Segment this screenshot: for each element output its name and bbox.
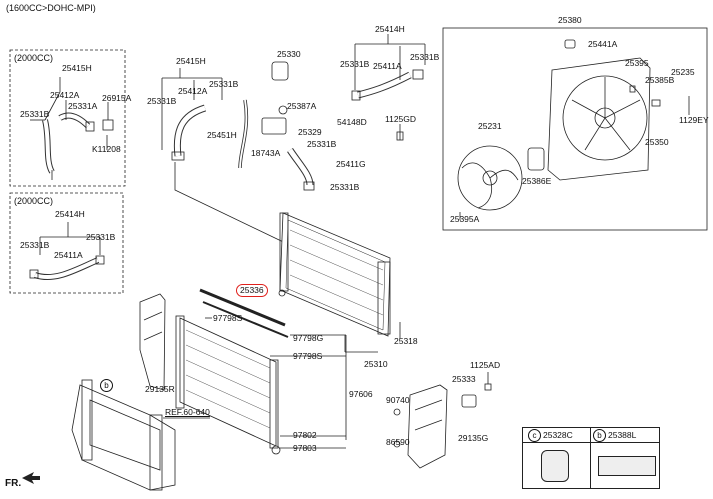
box-fan-assembly bbox=[442, 27, 708, 231]
part-label[interactable]: 25412A bbox=[50, 90, 80, 100]
fan-blade bbox=[457, 145, 523, 211]
part-label[interactable]: 18743A bbox=[251, 148, 281, 158]
highlighted-part-label[interactable]: 25336 bbox=[236, 284, 268, 297]
part-label[interactable]: 90740 bbox=[386, 395, 410, 405]
box1-title: (2000CC) bbox=[14, 53, 54, 63]
part-label[interactable]: 25331B bbox=[86, 232, 116, 242]
fan-shroud bbox=[547, 57, 651, 181]
part-label[interactable]: 25451H bbox=[207, 130, 237, 140]
condenser bbox=[175, 315, 279, 449]
box2-title: (2000CC) bbox=[14, 196, 54, 206]
part-label[interactable]: 25310 bbox=[364, 359, 388, 369]
part-label[interactable]: 97803 bbox=[293, 443, 317, 453]
part-label[interactable]: 25414H bbox=[375, 24, 405, 34]
part-label[interactable]: 97802 bbox=[293, 430, 317, 440]
box-2000cc-upper bbox=[9, 49, 126, 187]
part-label[interactable]: 97798G bbox=[293, 333, 324, 343]
part-label[interactable]: 1125AD bbox=[470, 360, 501, 370]
box-2000cc-lower bbox=[9, 192, 124, 294]
part-label[interactable]: 25395 bbox=[625, 58, 649, 68]
part-label[interactable]: 25415H bbox=[176, 56, 206, 66]
part-label[interactable]: 25385B bbox=[645, 75, 675, 85]
part-label[interactable]: 25411G bbox=[336, 159, 366, 169]
part-label[interactable]: 26915A bbox=[102, 93, 132, 103]
part-label[interactable]: 25231 bbox=[478, 121, 502, 131]
warning-label-icon bbox=[598, 456, 656, 476]
legend-b-code[interactable]: 25388L bbox=[608, 430, 637, 440]
part-label[interactable]: 25331B bbox=[330, 182, 360, 192]
part-label[interactable]: 25395A bbox=[450, 214, 480, 224]
part-label[interactable]: 25331B bbox=[147, 96, 177, 106]
part-label[interactable]: 29135R bbox=[145, 384, 175, 394]
part-label[interactable]: 25331A bbox=[68, 101, 98, 111]
front-direction-marker: FR. bbox=[5, 478, 22, 489]
part-label[interactable]: 29135G bbox=[458, 433, 489, 443]
part-label[interactable]: 25386E bbox=[522, 176, 552, 186]
part-label[interactable]: 25330 bbox=[277, 49, 301, 59]
part-label[interactable]: 25380 bbox=[558, 15, 582, 25]
part-label[interactable]: 25412A bbox=[178, 86, 208, 96]
part-label[interactable]: 25331B bbox=[20, 109, 50, 119]
legend-c-code[interactable]: 25328C bbox=[543, 430, 573, 440]
legend-table: c 25328C b 25388L bbox=[522, 427, 660, 489]
part-label[interactable]: 25331B bbox=[410, 52, 440, 62]
part-label[interactable]: 25350 bbox=[645, 137, 669, 147]
part-label[interactable]: 1129EY bbox=[679, 115, 709, 125]
part-label[interactable]: 25415H bbox=[62, 63, 92, 73]
reference-link[interactable]: REF.60-640 bbox=[165, 407, 210, 417]
part-label[interactable]: 25411A bbox=[373, 61, 402, 71]
fan-motor bbox=[527, 147, 545, 171]
part-label[interactable]: 25331B bbox=[340, 59, 370, 69]
part-label[interactable]: 54148D bbox=[337, 117, 367, 127]
part-label[interactable]: 25329 bbox=[298, 127, 322, 137]
part-label[interactable]: 97606 bbox=[349, 389, 373, 399]
callout-b: b bbox=[100, 379, 113, 392]
legend-b-marker: b bbox=[593, 429, 606, 442]
part-label[interactable]: 25333 bbox=[452, 374, 476, 384]
legend-c-marker: c bbox=[528, 429, 541, 442]
part-label[interactable]: 25318 bbox=[394, 336, 418, 346]
label-sticker-icon bbox=[541, 450, 569, 482]
part-label[interactable]: 25331B bbox=[209, 79, 239, 89]
part-label[interactable]: 25411A bbox=[54, 250, 83, 260]
part-label[interactable]: 25331B bbox=[20, 240, 50, 250]
engine-spec: (1600CC>DOHC-MPI) bbox=[6, 3, 96, 13]
part-label[interactable]: 97798S bbox=[293, 351, 323, 361]
front-end-carrier bbox=[71, 379, 176, 491]
part-label[interactable]: 25414H bbox=[55, 209, 85, 219]
part-label[interactable]: 25387A bbox=[287, 101, 317, 111]
radiator bbox=[278, 212, 391, 337]
part-label[interactable]: 25235 bbox=[671, 67, 695, 77]
part-label[interactable]: K11208 bbox=[92, 144, 121, 154]
part-label[interactable]: 97798S bbox=[213, 313, 243, 323]
part-label[interactable]: 25331B bbox=[307, 139, 337, 149]
part-label[interactable]: 1125GD bbox=[385, 114, 417, 124]
part-label[interactable]: 25441A bbox=[588, 39, 618, 49]
part-label[interactable]: 86590 bbox=[386, 437, 410, 447]
